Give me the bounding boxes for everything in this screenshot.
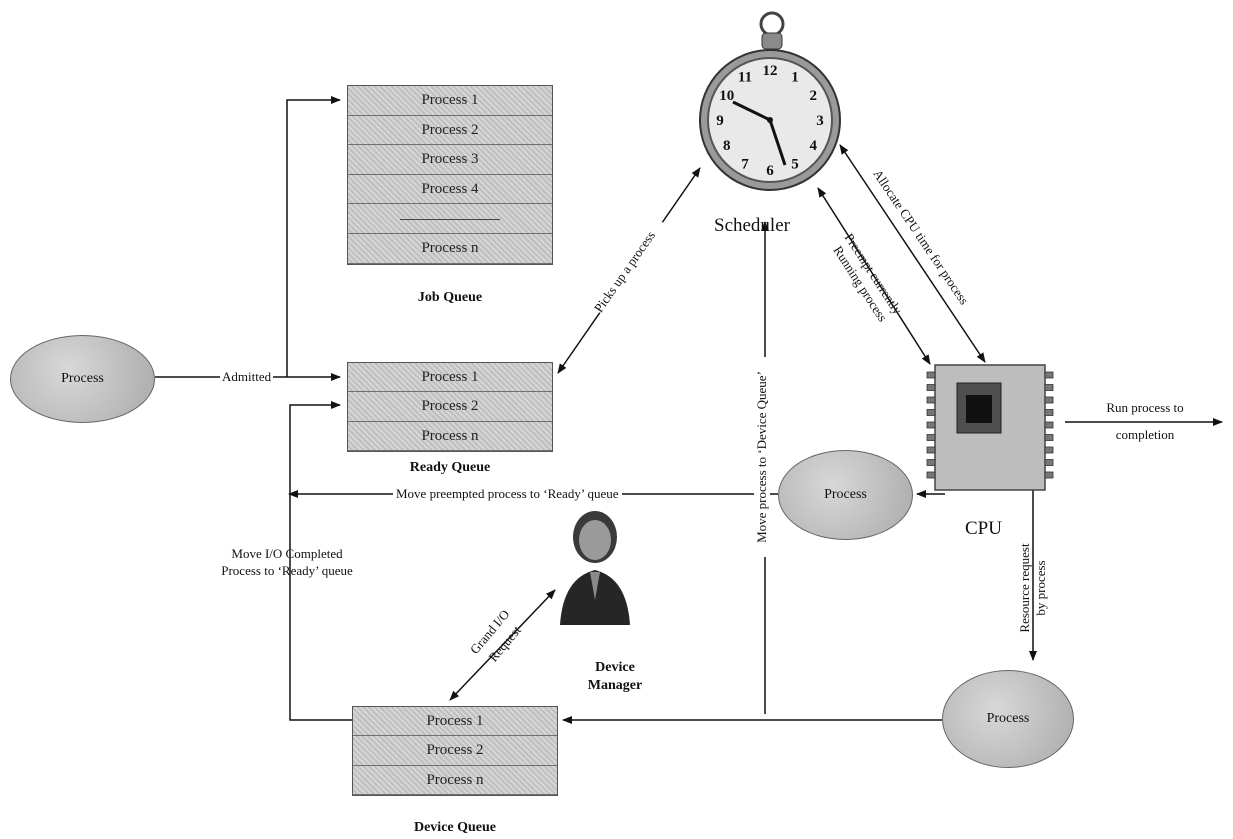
device-manager-icon [560,511,630,625]
device-queue-item: Process 1 [353,707,557,737]
clock-numeral: 5 [791,156,799,172]
device-manager-label-2: Manager [587,678,643,693]
run-completion-label-1: Run process to [1106,400,1184,415]
job-queue-ellipsis-line [400,219,500,220]
clock-numeral: 12 [763,63,778,79]
job-queue-item: Process n [348,234,552,264]
device-queue-title: Device Queue [413,820,497,835]
io-completed-label-2: Process to ‘Ready’ queue [221,563,353,578]
clock-numeral: 11 [738,70,752,86]
scheduler-label: Scheduler [714,215,790,236]
io-process-node: Process [942,670,1074,768]
clock-numeral: 4 [810,138,818,154]
ready-queue-title: Ready Queue [409,460,491,475]
move-preempted-label: Move preempted process to ‘Ready’ queue [393,486,622,502]
job-queue-item: Process 3 [348,145,552,175]
job-queue-item: Process 4 [348,174,552,205]
move-to-device-label: Move process to ‘Device Queue’ [754,357,770,557]
clock-numeral: 3 [816,113,824,129]
device-manager-label-1: Device [595,660,635,675]
clock-numeral: 2 [810,88,818,104]
run-completion-label-2: completion [1115,427,1175,442]
clock-numeral: 10 [719,88,734,104]
clock-numeral: 6 [766,163,774,179]
clock-numeral: 9 [716,113,724,129]
job-queue-title: Job Queue [417,290,483,305]
ready-queue-item: Process 1 [348,363,552,393]
admitted-label: Admitted [220,369,274,385]
job-queue-item: Process 1 [348,86,552,116]
clock-numeral: 7 [741,156,749,172]
device-queue-item: Process n [353,765,557,795]
job-queue-item: Process 2 [348,115,552,146]
ready-queue-item: Process 2 [348,392,552,422]
preempt-arrow [817,187,931,365]
device-queue-item: Process 2 [353,736,557,766]
admit-to-job-queue-arrow [286,96,341,377]
resource-request-label-2: by process [1033,560,1048,616]
cpu-process-node: Process [778,450,913,540]
job-queue-item [348,204,552,234]
new-process-node: Process [10,335,155,423]
cpu-label: CPU [965,518,1002,539]
clock-numeral: 8 [723,138,731,154]
cpu-chip-icon [926,364,1054,491]
clock-numeral: 1 [791,70,799,86]
resource-request-label-1: Resource request [1017,543,1032,633]
io-completed-label-1: Move I/O Completed [231,546,343,561]
grand-io-arrow [449,589,556,701]
ready-queue-item: Process n [348,421,552,451]
io-completed-arrow [289,401,352,721]
